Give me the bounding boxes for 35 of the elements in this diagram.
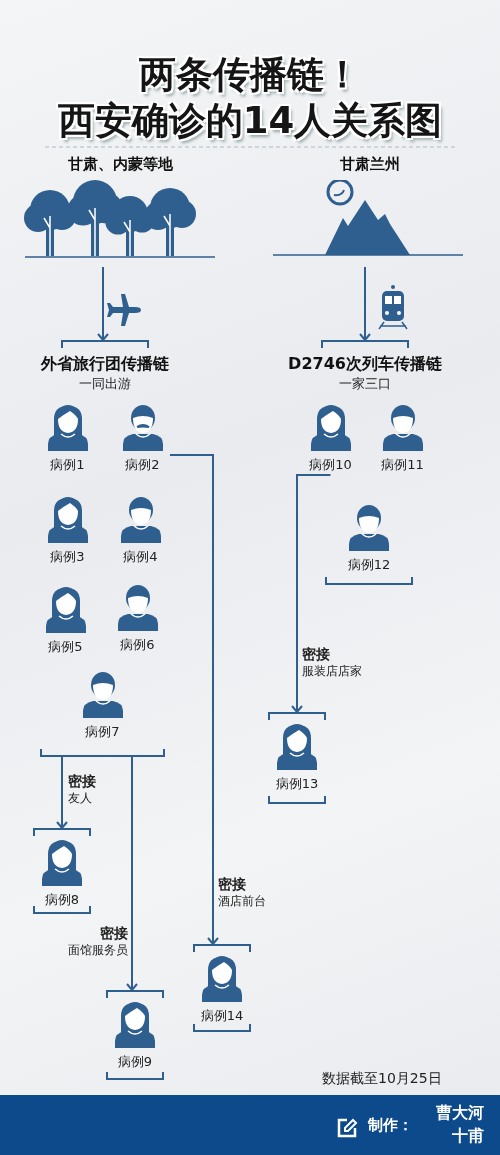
author-name: 曹大河 [435,1103,484,1124]
author-name: 十甫 [451,1126,484,1147]
edge-label: 密接酒店前台 [218,876,267,910]
arrow [169,454,219,945]
edge-label: 密接友人 [68,773,97,807]
case-label: 病例12 [346,557,392,573]
case-label: 病例5 [47,639,84,655]
case-label: 病例6 [119,637,156,653]
arrow [291,474,332,713]
credit-label: 制作： [368,1116,414,1135]
chain-heading: 外省旅行团传播链 [39,354,170,375]
arrow [97,266,109,341]
case-label: 病例4 [122,549,159,565]
edge-label: 密接面馆服务员 [67,925,128,959]
chain-heading: D2746次列车传播链 [287,354,443,375]
case-label: 病例3 [49,549,86,565]
case-label: 病例1 [49,457,86,473]
case-label: 病例14 [199,1008,245,1024]
case-label: 病例10 [308,457,353,473]
case-label: 病例2 [124,457,161,473]
case-label: 病例11 [380,457,425,473]
chain-subtitle: 一同出游 [78,375,132,393]
case-label: 病例8 [43,892,81,908]
case-label: 病例7 [84,724,121,740]
title: 两条传播链！西安确诊的14人关系图 [56,52,444,144]
place-heading: 甘肃兰州 [339,155,401,174]
chain-subtitle: 一家三口 [338,375,392,393]
data-date-note: 数据截至10月25日 [322,1070,443,1088]
edge-label: 密接服装店店家 [302,646,363,680]
arrow [126,756,138,991]
case-label: 病例13 [274,776,320,792]
arrow [56,756,68,829]
place-heading: 甘肃、内蒙等地 [66,155,174,174]
arrow [359,266,371,341]
case-label: 病例9 [116,1054,154,1070]
